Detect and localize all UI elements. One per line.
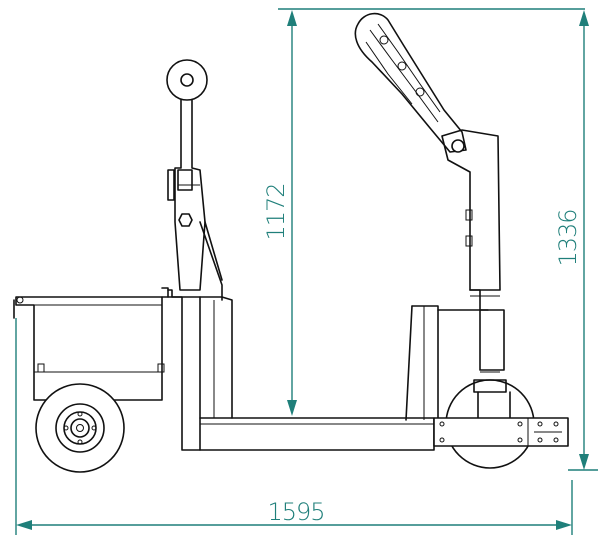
length-dimension: 1595 [15, 318, 573, 535]
rear-bumper-marker [13, 296, 24, 319]
front-tiller-handle [354, 12, 505, 371]
handle-height-label: 1172 [262, 183, 290, 240]
overall-height-label: 1336 [554, 209, 582, 266]
overall-height-dimension: 1336 [554, 10, 598, 471]
handle-height-dimension: 1172 [262, 8, 585, 416]
center-column [199, 296, 233, 419]
rear-handle-post [166, 59, 223, 301]
front-hitch-bar [433, 417, 569, 447]
chassis-frame [199, 417, 435, 451]
dimensions: 1595 1172 1336 [15, 8, 598, 535]
front-body [405, 305, 489, 421]
rear-body [15, 287, 201, 451]
rear-wheel [35, 383, 125, 473]
tow-tractor [13, 12, 569, 473]
length-label: 1595 [267, 498, 324, 526]
